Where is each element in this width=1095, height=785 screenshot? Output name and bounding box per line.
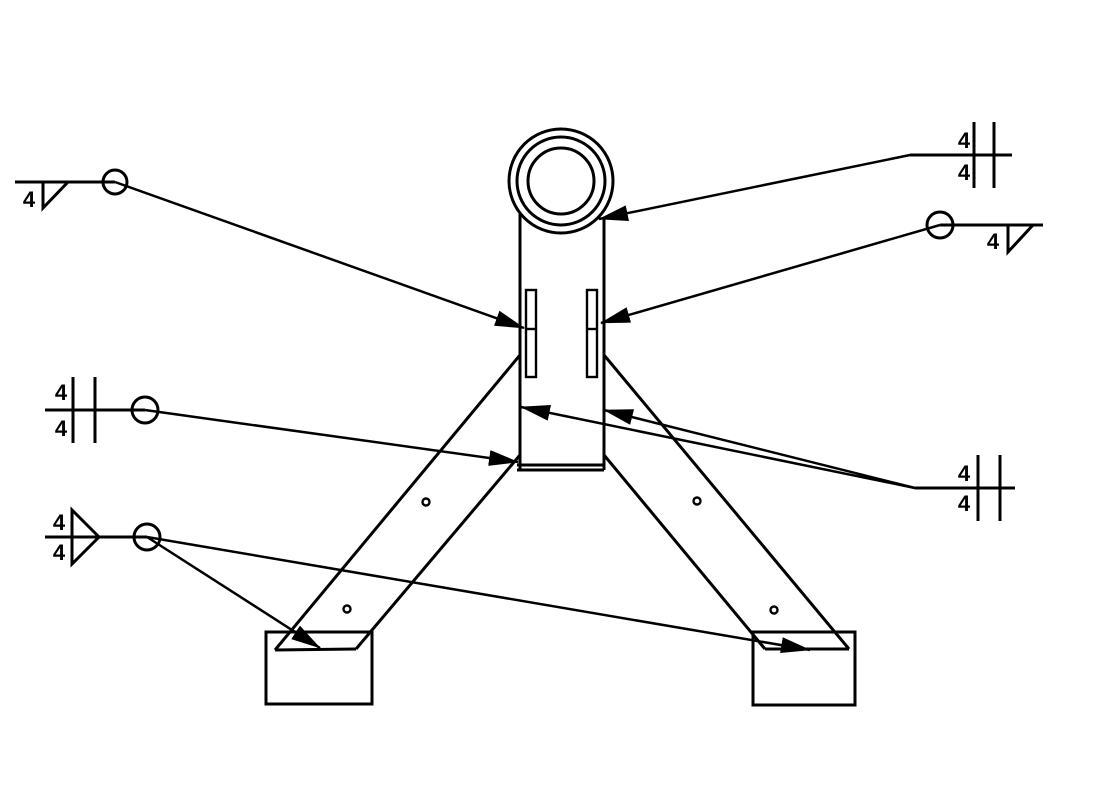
weld-symbol-right-square-groove: 4 4 bbox=[520, 405, 1015, 521]
weld-symbol-right-fillet: 4 bbox=[600, 210, 1043, 325]
weld-size-label-above: 4 bbox=[55, 380, 68, 405]
fillet-weld-triangle-icon bbox=[41, 180, 72, 212]
weld-size-label-above: 4 bbox=[958, 128, 971, 153]
left-leg bbox=[273, 354, 522, 652]
weld-size-label-below: 4 bbox=[958, 160, 971, 185]
leader-arrow-to-column-left-wall bbox=[520, 405, 916, 490]
right-leg-upper-hole bbox=[692, 496, 702, 506]
weld-symbol-top-left-fillet: 4 bbox=[15, 168, 525, 330]
right-leg-lower-hole bbox=[769, 605, 779, 615]
fillet-weld-triangle-above-icon bbox=[70, 506, 103, 539]
weld-size-label-below: 4 bbox=[53, 540, 66, 565]
leader-arrow-to-column-right-wall bbox=[603, 408, 916, 490]
left-leg-upper-hole bbox=[421, 497, 431, 507]
left-leg-inner-edge bbox=[354, 454, 522, 650]
boss-outer-circle bbox=[507, 127, 615, 235]
boss-middle-circle bbox=[515, 135, 607, 227]
weld-size-label-below: 4 bbox=[958, 491, 971, 516]
weld-size-label-above: 4 bbox=[53, 510, 66, 535]
column-slots bbox=[524, 288, 599, 379]
weld-size-label-above: 4 bbox=[958, 461, 971, 486]
weld-symbol-left-square-groove: 4 4 bbox=[45, 377, 519, 466]
right-slot bbox=[585, 288, 599, 379]
leader-arrow-to-left-foot bbox=[146, 535, 321, 650]
weld-size-label-below: 4 bbox=[55, 416, 68, 441]
stand-structure bbox=[264, 127, 857, 707]
right-leg-outer-edge bbox=[602, 354, 851, 650]
weld-symbol-top-right-square-groove: 4 4 bbox=[598, 122, 1012, 221]
boss-inner-circle bbox=[526, 146, 596, 216]
fillet-weld-triangle-below-icon bbox=[70, 535, 103, 568]
leader-arrow-to-column-base bbox=[144, 408, 519, 466]
left-leg-outer-edge bbox=[273, 354, 522, 651]
leader-arrow-to-boss-joint bbox=[598, 153, 911, 221]
fillet-weld-triangle-icon bbox=[1006, 223, 1037, 256]
weld-all-around-circle-icon bbox=[132, 522, 162, 552]
weld-all-around-circle-icon bbox=[130, 395, 160, 425]
weld-size-label: 4 bbox=[23, 187, 36, 212]
right-leg-inner-edge bbox=[602, 454, 767, 650]
left-leg-lower-hole bbox=[342, 604, 352, 614]
top-boss-rings bbox=[507, 127, 615, 235]
right-leg bbox=[602, 354, 851, 651]
center-column bbox=[517, 214, 606, 472]
leader-arrow-to-left-slot bbox=[114, 180, 525, 330]
weld-all-around-circle-icon bbox=[101, 168, 129, 196]
left-slot bbox=[524, 288, 538, 379]
left-leg-end-edge bbox=[274, 647, 357, 652]
weld-size-label: 4 bbox=[987, 229, 1000, 254]
weld-symbol-bottom-left-double-fillet: 4 4 bbox=[45, 506, 811, 654]
leader-arrow-to-right-foot bbox=[146, 535, 811, 654]
leader-arrow-to-right-slot bbox=[600, 223, 941, 325]
right-foot-block bbox=[751, 630, 857, 707]
